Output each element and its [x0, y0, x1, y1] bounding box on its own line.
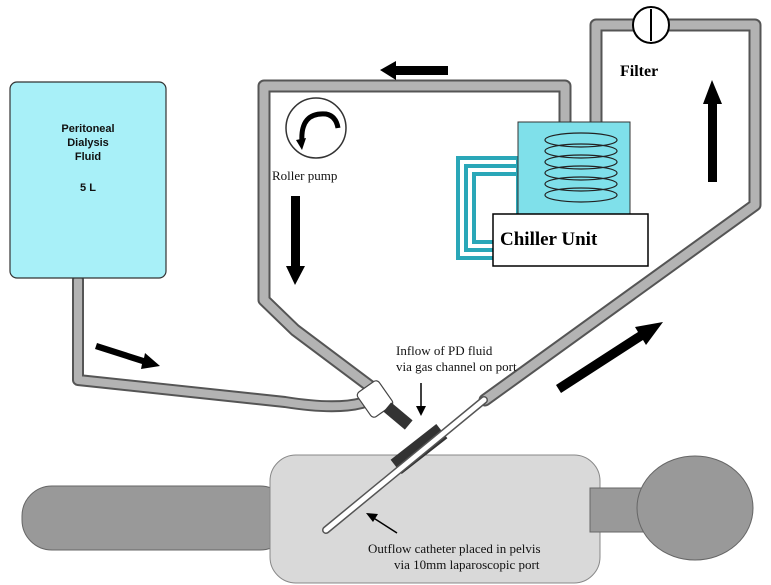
outflow-label-line1: Outflow catheter placed in pelvis	[368, 541, 541, 556]
arrow-left-icon	[380, 61, 448, 80]
outflow-pointer-arrow	[371, 516, 398, 534]
inflow-connector	[356, 380, 394, 418]
outflow-label-line2: via 10mm laparoscopic port	[394, 557, 540, 572]
roller-pump-label: Roller pump	[272, 168, 337, 183]
patient-legs	[21, 485, 291, 551]
bag-label-line1: Peritoneal	[61, 123, 114, 135]
chiller-fluid-tank	[517, 121, 631, 215]
bag-label-line2: Dialysis	[67, 137, 109, 149]
tubing	[72, 18, 762, 413]
chiller-unit-box	[492, 213, 649, 267]
bag-label-line3: Fluid	[75, 151, 101, 163]
laparoscopic-port	[322, 380, 488, 534]
main-loop-tubing	[257, 18, 762, 407]
inflow-label-line2: via gas channel on port	[396, 359, 517, 374]
arrow-up-right-icon	[556, 322, 663, 393]
rotation-arrow-icon	[299, 111, 341, 143]
chiller: Chiller Unit	[456, 121, 649, 267]
arrow-right-down-icon	[95, 343, 160, 369]
heat-exchange-coil	[544, 132, 618, 203]
flow-arrows	[95, 61, 722, 534]
patient-head	[636, 455, 754, 561]
bag-volume: 5 L	[80, 182, 96, 194]
roller-pump: Roller pump	[272, 97, 347, 183]
port-stopcock	[383, 402, 413, 430]
arrow-up-icon	[703, 80, 722, 182]
inflow-label-line1: Inflow of PD fluid	[396, 343, 493, 358]
patient-figure	[21, 454, 754, 584]
filter: Filter	[620, 6, 670, 80]
pd-fluid-bag	[9, 81, 167, 279]
chiller-unit-label: Chiller Unit	[500, 229, 598, 250]
arrow-down-icon	[286, 196, 305, 285]
filter-label: Filter	[620, 63, 658, 80]
